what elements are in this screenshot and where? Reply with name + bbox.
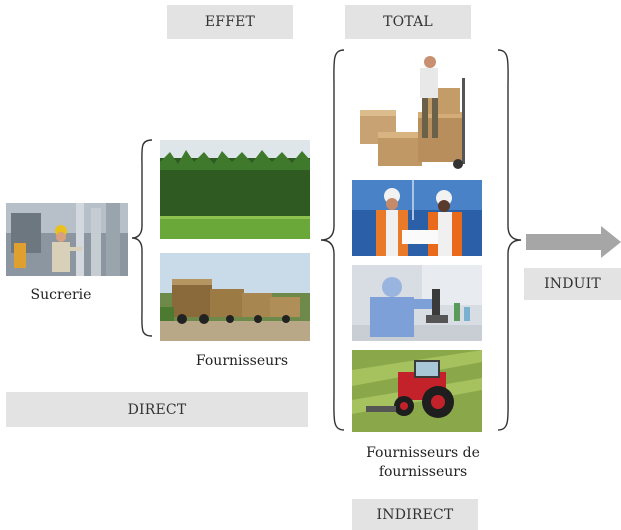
delivery-boxes-photo	[352, 48, 482, 170]
sucrerie-caption: Sucrerie	[30, 287, 92, 303]
indirect-brace	[320, 49, 345, 431]
direct-label: DIRECT	[6, 392, 308, 427]
lab-microscope-photo	[352, 265, 482, 341]
fournisseurs-de-fournisseurs-caption: Fournisseurs de fournisseurs	[348, 444, 498, 482]
total-label: TOTAL	[345, 5, 471, 39]
indirect-label: INDIRECT	[352, 499, 478, 530]
caption-line-1: Fournisseurs de	[366, 445, 480, 461]
cane-field-photo	[160, 140, 310, 239]
caption-line-2: fournisseurs	[378, 464, 468, 480]
direct-brace	[131, 139, 153, 337]
total-brace	[497, 49, 522, 431]
cane-trucks-photo	[160, 253, 310, 341]
sugar-mill-worker-photo	[6, 203, 128, 276]
tractor-photo	[352, 350, 482, 432]
effet-label: EFFET	[167, 5, 293, 39]
fournisseurs-caption: Fournisseurs	[195, 353, 289, 369]
induit-label: INDUIT	[524, 268, 621, 300]
arrow-right-icon	[526, 226, 621, 258]
engineers-photo	[352, 180, 482, 256]
